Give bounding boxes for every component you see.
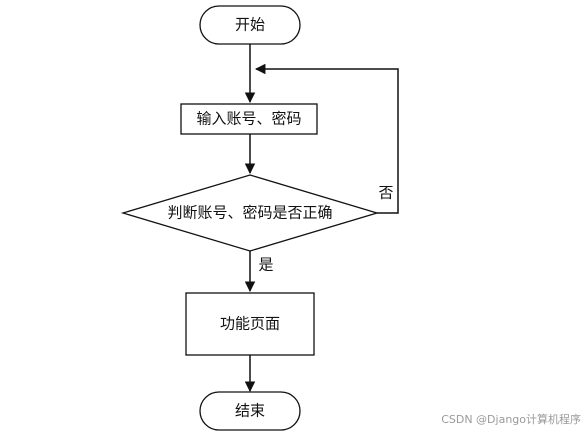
watermark: CSDN @Django计算机程序 xyxy=(441,413,581,426)
yes-branch-label: 是 xyxy=(258,255,274,274)
input-process-box xyxy=(180,103,318,135)
no-loop-connector xyxy=(254,63,399,214)
decision-label: 判断账号、密码是否正确 xyxy=(167,203,333,222)
no-branch-label: 否 xyxy=(378,183,394,202)
end-label: 结束 xyxy=(234,401,266,420)
page-label: 功能页面 xyxy=(219,314,281,333)
input-label: 输入账号、密码 xyxy=(196,109,302,128)
function-page-box xyxy=(185,292,315,356)
start-label: 开始 xyxy=(234,15,266,34)
end-terminal xyxy=(199,391,301,431)
